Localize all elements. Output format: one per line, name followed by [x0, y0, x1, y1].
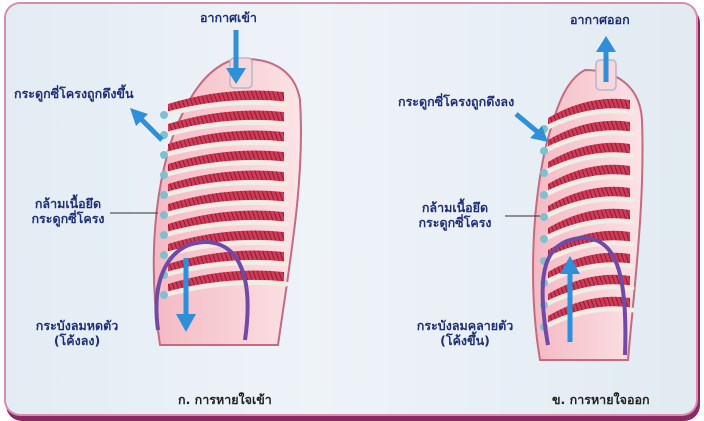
right-diaphragm-label: กระบังลมคลายตัว (โค้งขึ้น) [400, 318, 530, 348]
air-in-label: อากาศเข้า [200, 10, 257, 25]
right-diaphragm-line1: กระบังลมคลายตัว [400, 318, 530, 333]
costal-cartilage [540, 235, 548, 243]
left-muscle-line2: กระดูกซี่โครง [18, 211, 118, 226]
left-diaphragm-line2: (โค้งลง) [12, 333, 142, 348]
costal-cartilage [160, 111, 168, 119]
costal-cartilage [160, 171, 168, 179]
costal-cartilage [540, 169, 548, 177]
costal-cartilage [160, 211, 168, 219]
right-muscle-line2: กระดูกซี่โครง [405, 215, 505, 230]
left-muscle-line1: กล้ามเนื้อยึด [18, 196, 118, 211]
costal-cartilage [160, 231, 168, 239]
costal-cartilage [540, 191, 548, 199]
costal-cartilage [160, 251, 168, 259]
inhale-caption: ก. การหายใจเข้า [178, 390, 272, 410]
ribs-raised-label: กระดูกซี่โครงถูกดึงขึ้น [14, 86, 134, 101]
left-diaphragm-line1: กระบังลมหดตัว [12, 318, 142, 333]
costal-cartilage [540, 213, 548, 221]
costal-cartilage [160, 191, 168, 199]
costal-cartilage [160, 151, 168, 159]
left-diaphragm-label: กระบังลมหดตัว (โค้งลง) [12, 318, 142, 348]
costal-cartilage [160, 291, 168, 299]
air-out-label: อากาศออก [570, 12, 630, 27]
left-muscle-label: กล้ามเนื้อยึด กระดูกซี่โครง [18, 196, 118, 226]
ribs-lowered-label: กระดูกซี่โครงถูกดึงลง [398, 94, 514, 109]
right-diaphragm-line2: (โค้งขึ้น) [400, 333, 530, 348]
right-muscle-line1: กล้ามเนื้อยึด [405, 200, 505, 215]
exhale-caption: ข. การหายใจออก [552, 390, 650, 410]
costal-cartilage [540, 147, 548, 155]
ribs-up-arrow [130, 108, 162, 140]
right-muscle-label: กล้ามเนื้อยึด กระดูกซี่โครง [405, 200, 505, 230]
